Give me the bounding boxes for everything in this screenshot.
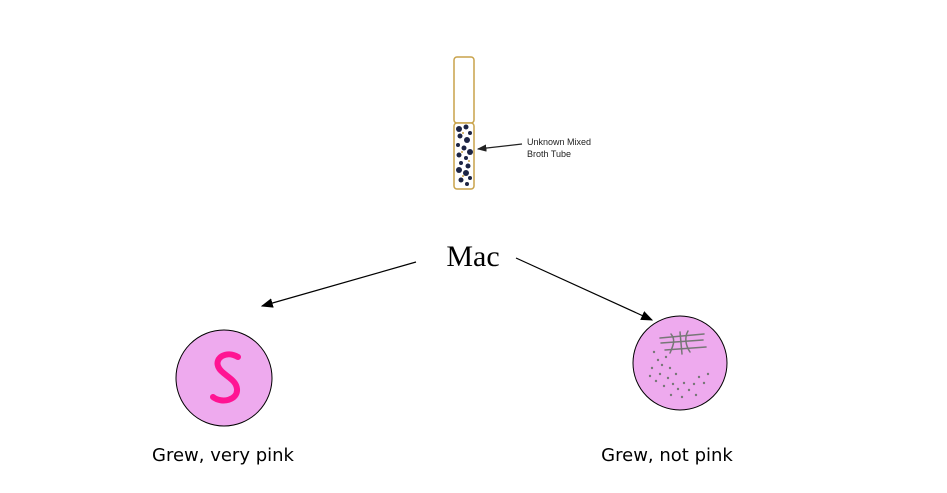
tube-label-line-1: Unknown Mixed xyxy=(527,136,627,148)
tube-label: Unknown Mixed Broth Tube xyxy=(527,136,627,160)
media-title: Mac xyxy=(418,240,528,274)
arrow-left xyxy=(262,262,416,306)
plate-left xyxy=(176,330,272,426)
tube-label-line-2: Broth Tube xyxy=(527,148,627,160)
arrow-right xyxy=(516,258,652,320)
plate-caption-right: Grew, not pink xyxy=(567,445,767,466)
plate-right xyxy=(633,316,727,410)
tube-upper xyxy=(454,57,474,123)
broth-tube xyxy=(454,57,474,189)
tube-label-arrow xyxy=(478,144,522,149)
plate-caption-left: Grew, very pink xyxy=(123,445,323,466)
